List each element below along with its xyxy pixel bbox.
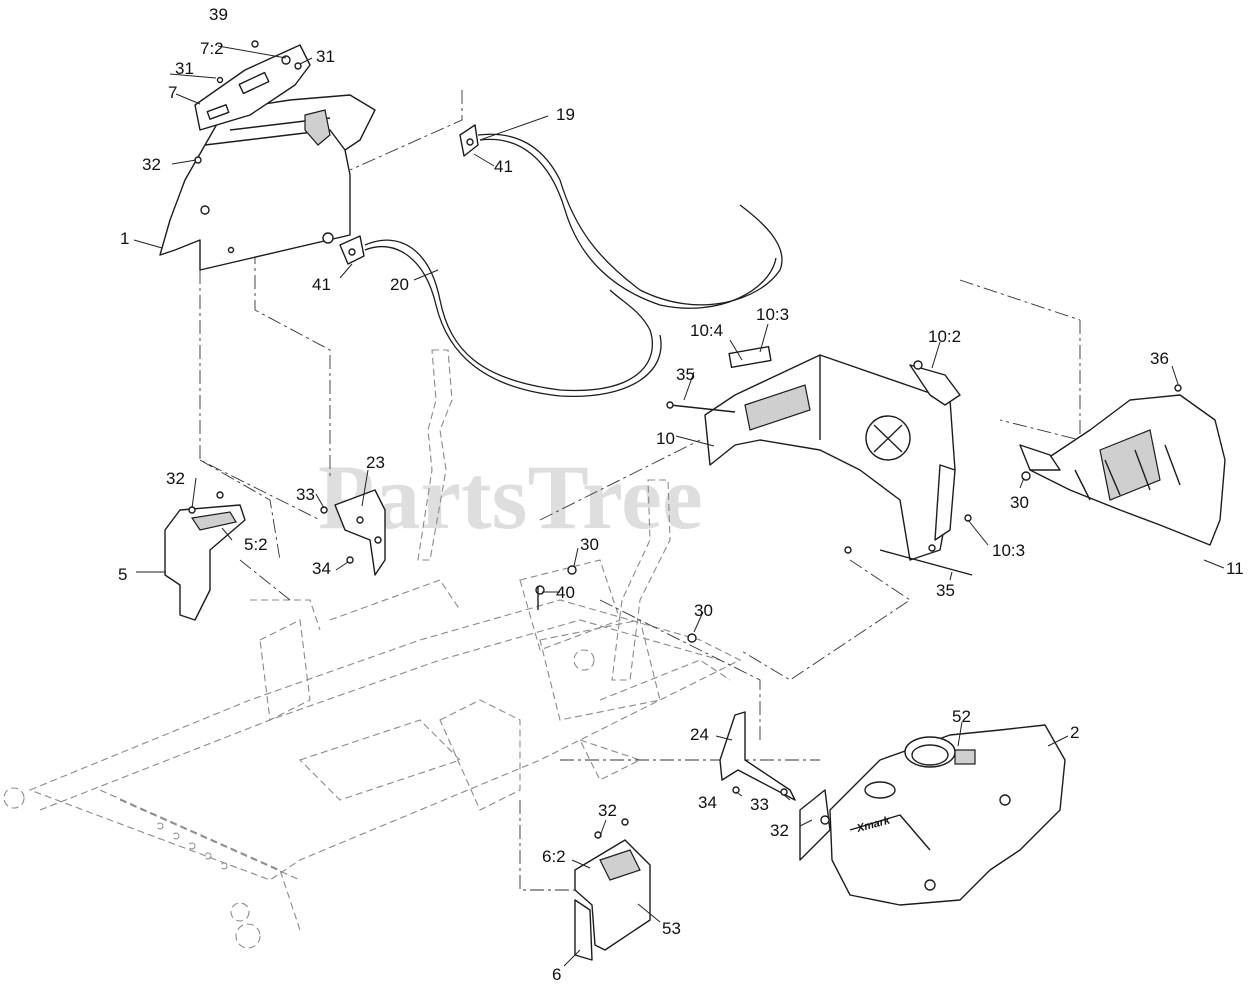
callout-19: 19 — [556, 105, 575, 124]
callouts: 39 7:2 31 31 7 32 1 19 41 41 20 10:4 10:… — [118, 5, 1244, 984]
callout-32-mid: 32 — [166, 469, 185, 488]
assembly-lines — [199, 90, 1081, 891]
callout-41-top: 41 — [494, 157, 513, 176]
part-lower-bracket — [574, 818, 651, 961]
callout-36: 36 — [1150, 349, 1169, 368]
callout-35-bottom: 35 — [936, 581, 955, 600]
part-console-cover: Xmark — [799, 724, 1066, 906]
control-levers — [417, 349, 671, 681]
callout-40: 40 — [556, 583, 575, 602]
callout-10-2: 10:2 — [928, 327, 961, 346]
callout-2: 2 — [1070, 723, 1079, 742]
callout-23: 23 — [366, 453, 385, 472]
callout-35-top: 35 — [676, 365, 695, 384]
callout-32-right: 32 — [770, 821, 789, 840]
callout-20: 20 — [390, 275, 409, 294]
callout-31-left: 31 — [175, 59, 194, 78]
throttle-cable-20 — [322, 232, 662, 398]
callout-11: 11 — [1226, 559, 1244, 578]
callout-6: 6 — [552, 965, 561, 984]
callout-39: 39 — [209, 5, 228, 24]
callout-24: 24 — [690, 725, 709, 744]
frame-holes — [156, 822, 228, 870]
callout-10: 10 — [656, 429, 675, 448]
part-shield — [1019, 384, 1226, 546]
callout-30-mid: 30 — [580, 535, 599, 554]
chassis-frame — [3, 559, 742, 949]
callout-52: 52 — [952, 707, 971, 726]
part-side-panel — [704, 345, 961, 561]
callout-5: 5 — [118, 565, 127, 584]
part-console-mount — [164, 491, 246, 621]
callout-34-left: 34 — [312, 559, 331, 578]
callout-33-right: 33 — [750, 795, 769, 814]
callout-30-right: 30 — [1010, 493, 1029, 512]
callout-10-3-bottom: 10:3 — [992, 541, 1025, 560]
callout-34-right: 34 — [698, 793, 717, 812]
callout-6-2: 6:2 — [542, 847, 566, 866]
callout-33-left: 33 — [296, 485, 315, 504]
part-bracket-24 — [719, 711, 796, 801]
part-console-housing — [159, 94, 376, 271]
callout-53: 53 — [662, 919, 681, 938]
callout-10-3-top: 10:3 — [756, 305, 789, 324]
leader-lines — [133, 45, 1225, 967]
callout-32-bottom: 32 — [598, 801, 617, 820]
callout-1: 1 — [120, 229, 129, 248]
callout-10-4: 10:4 — [690, 321, 723, 340]
callout-30-lower: 30 — [694, 601, 713, 620]
callout-32-top: 32 — [142, 155, 161, 174]
callout-7: 7 — [168, 83, 177, 102]
callout-31-right: 31 — [316, 47, 335, 66]
callout-7-2: 7:2 — [200, 39, 224, 58]
callout-5-2: 5:2 — [244, 535, 268, 554]
hardware — [535, 401, 1031, 643]
throttle-cable-19 — [459, 124, 783, 309]
part-bracket-23 — [320, 489, 386, 576]
callout-41-mid: 41 — [312, 275, 331, 294]
